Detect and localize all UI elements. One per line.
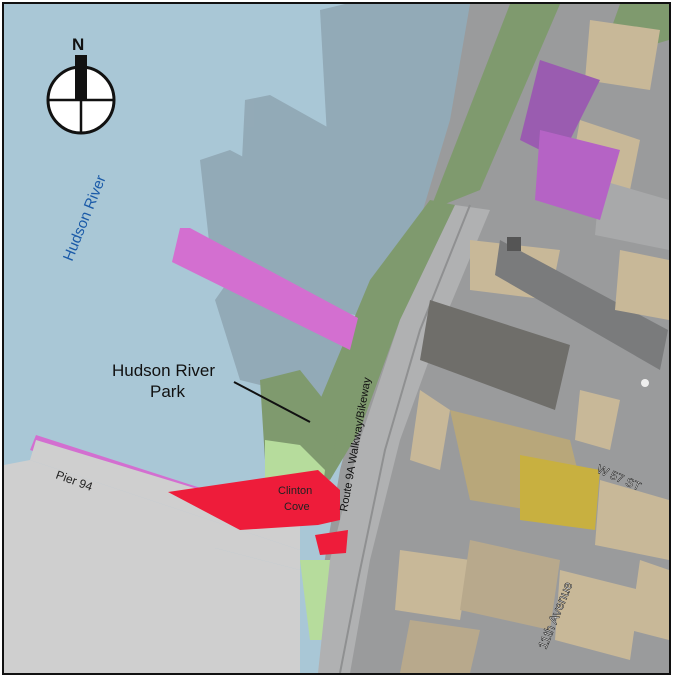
clinton-cove-label-line1: Clinton bbox=[278, 485, 312, 497]
route-9a-highway bbox=[318, 204, 490, 674]
pier-shadows bbox=[200, 4, 470, 400]
clinton-cove-area[interactable] bbox=[168, 470, 348, 555]
clinton-cove-label-line2: Cove bbox=[284, 501, 310, 513]
park-label-line1: Hudson River bbox=[112, 361, 215, 380]
pier-94 bbox=[4, 440, 300, 673]
compass-north-letter: N bbox=[72, 35, 84, 54]
north-arrow-compass: N bbox=[46, 35, 116, 135]
city-buildings bbox=[395, 20, 669, 673]
park-pointer-line bbox=[233, 381, 311, 423]
park-label-line2: Park bbox=[150, 382, 185, 401]
